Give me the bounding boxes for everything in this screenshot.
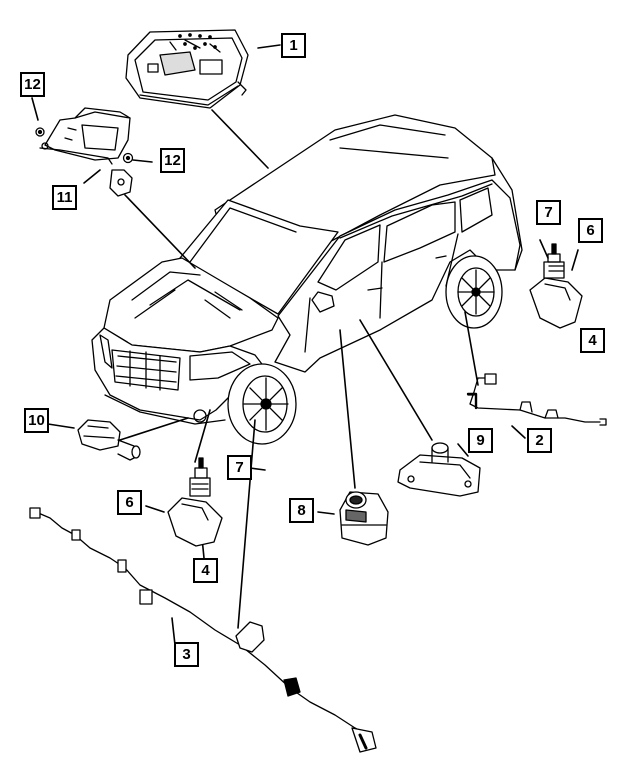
callout-8: 8 — [289, 498, 314, 523]
callout-3: 3 — [174, 642, 199, 667]
callout-6-left: 6 — [117, 490, 142, 515]
callout-4-right: 4 — [580, 328, 605, 353]
impact-sensor — [397, 442, 481, 497]
callout-7-right: 7 — [536, 200, 561, 225]
callout-4-left: 4 — [193, 558, 218, 583]
wheel-speed-sensor-harness — [29, 507, 377, 753]
callout-6-right: 6 — [578, 218, 603, 243]
car-illustration — [91, 114, 523, 445]
callout-7-left: 7 — [227, 455, 252, 480]
wheel-speed-sensor-right — [466, 373, 607, 426]
sensor-bracket-assembly — [35, 107, 134, 197]
callout-11: 11 — [52, 185, 77, 210]
callout-12-top: 12 — [20, 72, 45, 97]
callout-12-side: 12 — [160, 148, 185, 173]
callout-2: 2 — [527, 428, 552, 453]
tire-pressure-sensor-right — [529, 243, 583, 329]
position-sensor — [339, 491, 389, 546]
ambient-temperature-sensor — [77, 419, 141, 461]
tire-pressure-sensor-left — [167, 457, 223, 547]
callout-10: 10 — [24, 408, 49, 433]
callout-1: 1 — [281, 33, 306, 58]
overhead-console-module — [125, 29, 249, 109]
callout-9: 9 — [468, 428, 493, 453]
leader-lines — [31, 44, 579, 646]
